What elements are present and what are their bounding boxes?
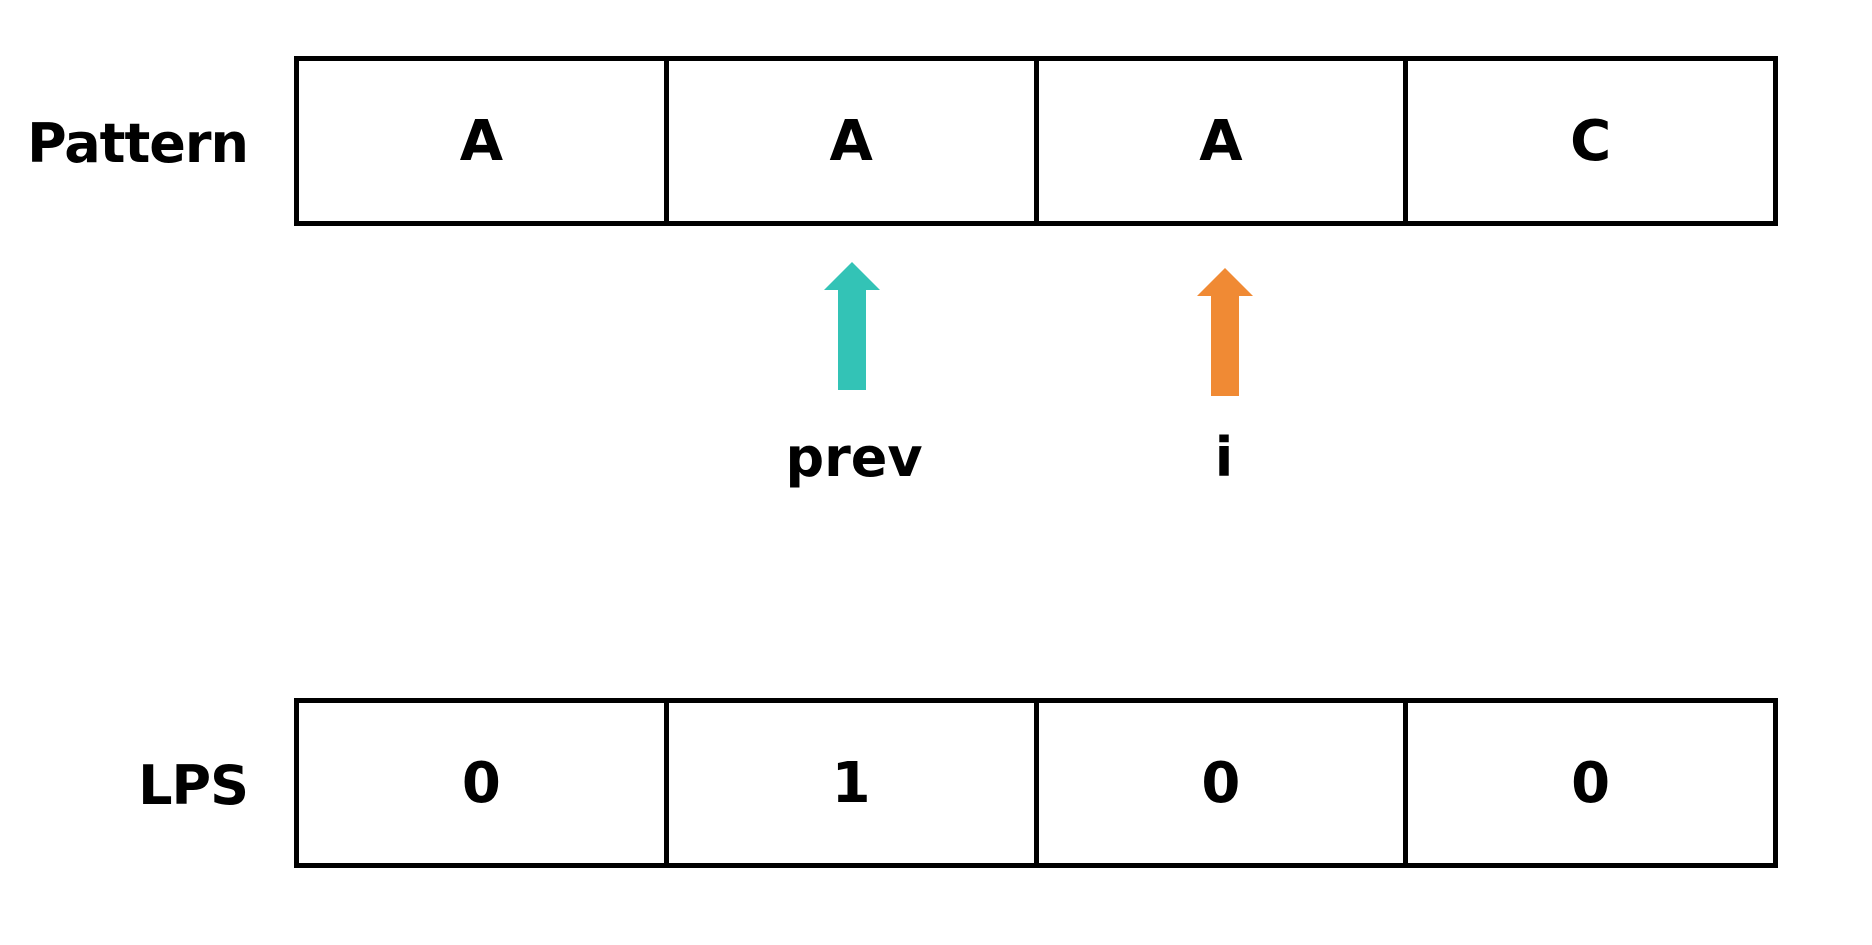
lps-cell: 0	[1033, 703, 1404, 863]
i-arrow-shape	[1197, 268, 1253, 396]
lps-cell: 1	[663, 703, 1034, 863]
pattern-array: A A A C	[294, 56, 1778, 226]
i-pointer-arrow-icon	[1197, 268, 1253, 396]
lps-row-label: LPS	[138, 753, 249, 817]
pattern-cell: C	[1403, 61, 1773, 221]
lps-cell: 0	[461, 750, 501, 816]
lps-cell: 0	[1403, 703, 1773, 863]
prev-pointer-label: prev	[785, 426, 923, 489]
pattern-cell: A	[663, 61, 1034, 221]
i-pointer-label: i	[1214, 426, 1234, 489]
pattern-cell: A	[459, 108, 504, 174]
pattern-row-label: Pattern	[27, 111, 249, 175]
prev-arrow-shape	[824, 262, 880, 390]
prev-pointer-arrow-icon	[824, 262, 880, 390]
lps-array: 0 1 0 0	[294, 698, 1778, 868]
pattern-cell: A	[1033, 61, 1404, 221]
